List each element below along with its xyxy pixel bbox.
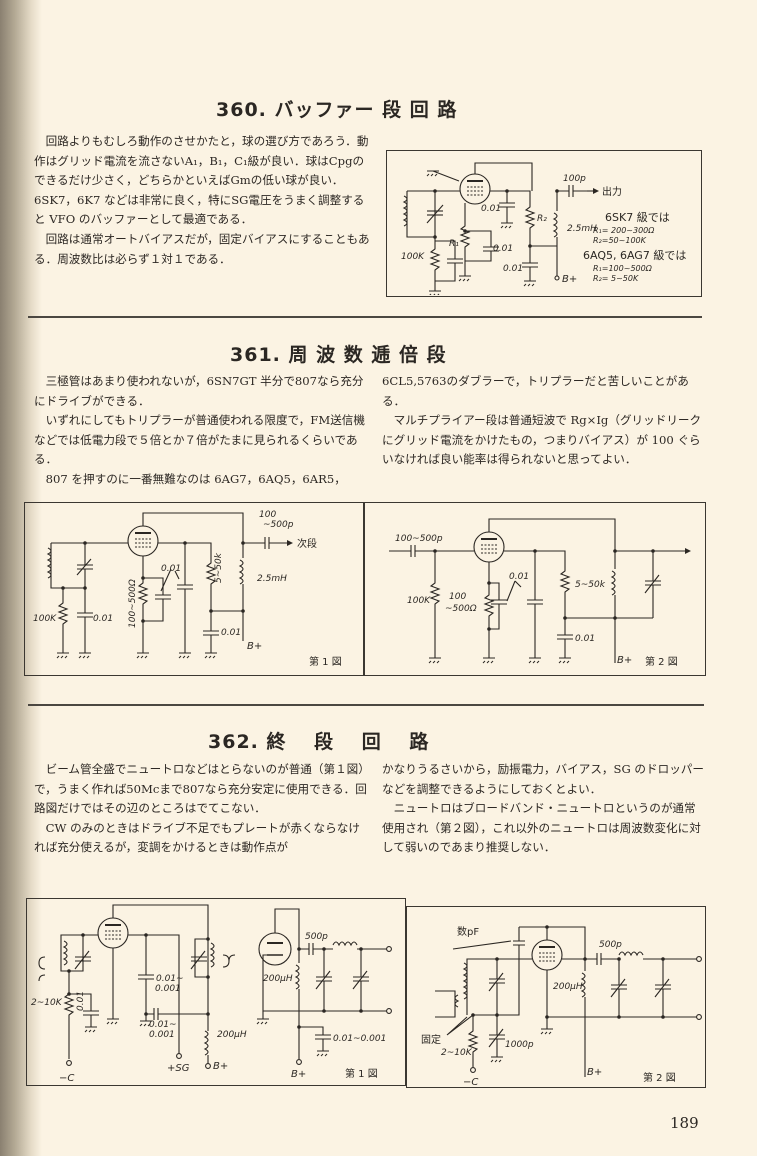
paragraph: CW のみのときはドライブ不足でもプレートが赤くならなければ充分使えるが，変調を… — [34, 820, 360, 855]
paragraph: 回路よりもむしろ動作のさせかたと，球の選び方であろう．動作はグリッド電流を流さな… — [34, 134, 369, 227]
label-in-cap: 100~500p — [395, 534, 443, 544]
label-bplus: B+ — [617, 655, 632, 666]
paragraph: 回路は通常オートバイアスだが，固定バイアスにすることもある．周波数比は必らず１対… — [34, 231, 370, 266]
label-neut-cap: 数pF — [457, 925, 479, 938]
label-fixed: 固定 — [421, 1033, 441, 1046]
note-6aq5-r2: R₂= 5~50K — [593, 274, 639, 283]
section-362-body-right: かなりうるさいから，励振電力，バイアス，SG のドロッパーなどを調整できるように… — [382, 760, 704, 858]
paragraph: かなりうるさいから，励振電力，バイアス，SG のドロッパーなどを調整できるように… — [382, 762, 704, 796]
section-360-diagram: 100p 出力 100K 0.01 R₁ 0.01 R₂ 2.5mH 0.01 … — [386, 150, 702, 297]
section-362-figure-2: 数pF 固定 2~10K 1000p −C 200μH 500p B+ 第 2 … — [406, 906, 706, 1088]
label-r2: R₂ — [537, 214, 547, 224]
buffer-circuit-schematic: 100p 出力 100K 0.01 R₁ 0.01 R₂ 2.5mH 0.01 … — [401, 162, 686, 297]
label-neg-c: −C — [463, 1077, 478, 1086]
label-choke-b: 200μH — [263, 974, 293, 984]
label-bplus-a: B+ — [213, 1061, 228, 1072]
label-cap: 1000p — [505, 1040, 534, 1050]
label-grid-cap: 0.01 — [76, 991, 86, 1011]
paragraph: マルチプライアー段は普通短波で Rg×Ig（グリッドリークにグリッド電流をかけた… — [382, 413, 702, 467]
label-choke: 2.5mH — [257, 574, 287, 584]
label-grid-res: 100K — [33, 614, 57, 624]
label-pi-cap: 500p — [599, 940, 622, 950]
label-out-cap: 100~500p — [259, 510, 294, 530]
section-361-figure-1: 100~500p 次段 100K 0.01 100~500Ω 0.01 5~50… — [24, 502, 364, 676]
page-gutter-shadow — [0, 0, 42, 1156]
figure-caption: 第 2 図 — [643, 1071, 676, 1084]
label-sg-res: 5~50k — [575, 580, 606, 590]
note-6sk7-r2: R₂=50~100K — [593, 236, 647, 245]
label-grid-res: 2~10K — [31, 998, 63, 1008]
label-grid-cap: 0.01 — [93, 614, 113, 624]
label-next-stage: 次段 — [297, 537, 317, 550]
label-grid-res: 100K — [407, 596, 431, 606]
figure-caption: 第 1 図 — [345, 1067, 378, 1080]
label-bplus-b: B+ — [291, 1069, 306, 1080]
label-grid-res: 2~10K — [441, 1048, 473, 1058]
label-cap-a: 0.01~0.001 — [155, 974, 184, 994]
note-6aq5-head: 6AQ5, 6AG7 級では — [583, 249, 686, 262]
page-number: 189 — [670, 1114, 699, 1132]
label-caps: 0.01 — [509, 572, 529, 582]
note-6sk7-head: 6SK7 級では — [605, 211, 670, 224]
label-sg: +SG — [167, 1063, 190, 1074]
final-stage-circuit-fig2: 数pF 固定 2~10K 1000p −C 200μH 500p B+ 第 2 … — [421, 925, 702, 1088]
label-grid-res: 100K — [401, 252, 425, 262]
label-cath-res-1: 100 — [449, 592, 466, 602]
section-360-title: 360. バッファー 段 回 路 — [216, 99, 458, 121]
note-6sk7-r1: R₁= 200~300Ω — [593, 226, 655, 235]
label-bypass: 0.01~0.001 — [333, 1034, 386, 1044]
label-bypass: 0.01 — [221, 628, 241, 638]
section-360-body: 回路よりもむしろ動作のさせかたと，球の選び方であろう．動作はグリッド電流を流さな… — [34, 132, 370, 269]
section-362-figure-1: 2~10K 0.01 −C 0.01~0.001 0.01~0.001 +SG … — [26, 898, 406, 1086]
section-361-body-left: 三極管はあまり使われないが，6SN7GT 半分で807なら充分にドライブができる… — [34, 372, 370, 490]
paragraph: 三極管はあまり使われないが，6SN7GT 半分で807なら充分にドライブができる… — [34, 374, 364, 408]
label-bplus: B+ — [562, 274, 577, 285]
label-sg-res: 5~50k — [214, 552, 224, 583]
section-362-title: 362. 終 段 回 路 — [208, 731, 430, 753]
label-sg-cap: 0.01 — [481, 204, 501, 214]
paragraph: 6CL5,5763のダブラーで，トリプラーだと苦しいことがある． — [382, 374, 689, 408]
label-output: 出力 — [602, 185, 622, 198]
label-choke-a: 200μH — [217, 1030, 247, 1040]
label-cath-cap: 0.01 — [493, 244, 513, 254]
label-choke: 2.5mH — [567, 224, 597, 234]
multiplier-circuit-fig2: 100~500p 100K 100 ~500Ω 0.01 5~50k 0.01 … — [389, 518, 691, 668]
label-cath-res: 100~500Ω — [128, 579, 138, 628]
label-neg-c: −C — [59, 1073, 74, 1084]
paragraph: ニュートロはブロードバンド・ニュートロというのが通常使用され（第２図），これ以外… — [382, 801, 701, 855]
section-361-title: 361. 周 波 数 逓 倍 段 — [230, 344, 447, 366]
label-pi-cap: 500p — [305, 932, 328, 942]
label-out-cap: 100p — [563, 174, 586, 184]
label-cap-b: 0.01~0.001 — [149, 1020, 177, 1040]
paragraph: 807 を押すのに一番無難なのは 6AG7，6AQ5，6AR5， — [45, 471, 346, 486]
multiplier-circuit-fig1: 100~500p 次段 100K 0.01 100~500Ω 0.01 5~50… — [33, 510, 342, 668]
paragraph: ビーム管全盛でニュートロなどはとらないのが普通（第１図）で，うまく作れば50Mc… — [34, 762, 370, 816]
label-caps: 0.01 — [161, 564, 181, 574]
label-bypass: 0.01 — [503, 264, 523, 274]
label-bplus: B+ — [247, 641, 262, 652]
label-choke: 200μH — [553, 982, 583, 992]
note-6aq5-r1: R₁=100~500Ω — [593, 264, 653, 273]
figure-caption: 第 1 図 — [309, 655, 342, 668]
final-stage-circuit-fig1: 2~10K 0.01 −C 0.01~0.001 0.01~0.001 +SG … — [31, 899, 406, 1084]
paragraph: いずれにしてもトリプラーが普通使われる限度で，FM送信機などでは低電力段で５倍と… — [34, 413, 365, 467]
section-divider — [28, 704, 704, 706]
section-362-body-left: ビーム管全盛でニュートロなどはとらないのが普通（第１図）で，うまく作れば50Mc… — [34, 760, 370, 858]
section-361-body-right: 6CL5,5763のダブラーで，トリプラーだと苦しいことがある． マルチプライア… — [382, 372, 704, 470]
label-bplus: B+ — [587, 1067, 602, 1078]
section-divider — [28, 316, 702, 318]
label-bypass: 0.01 — [575, 634, 595, 644]
figure-caption: 第 2 図 — [645, 655, 678, 668]
label-r1: R₁ — [449, 239, 459, 249]
label-cath-res-2: ~500Ω — [445, 604, 477, 614]
section-361-figure-2: 100~500p 100K 100 ~500Ω 0.01 5~50k 0.01 … — [364, 502, 706, 676]
